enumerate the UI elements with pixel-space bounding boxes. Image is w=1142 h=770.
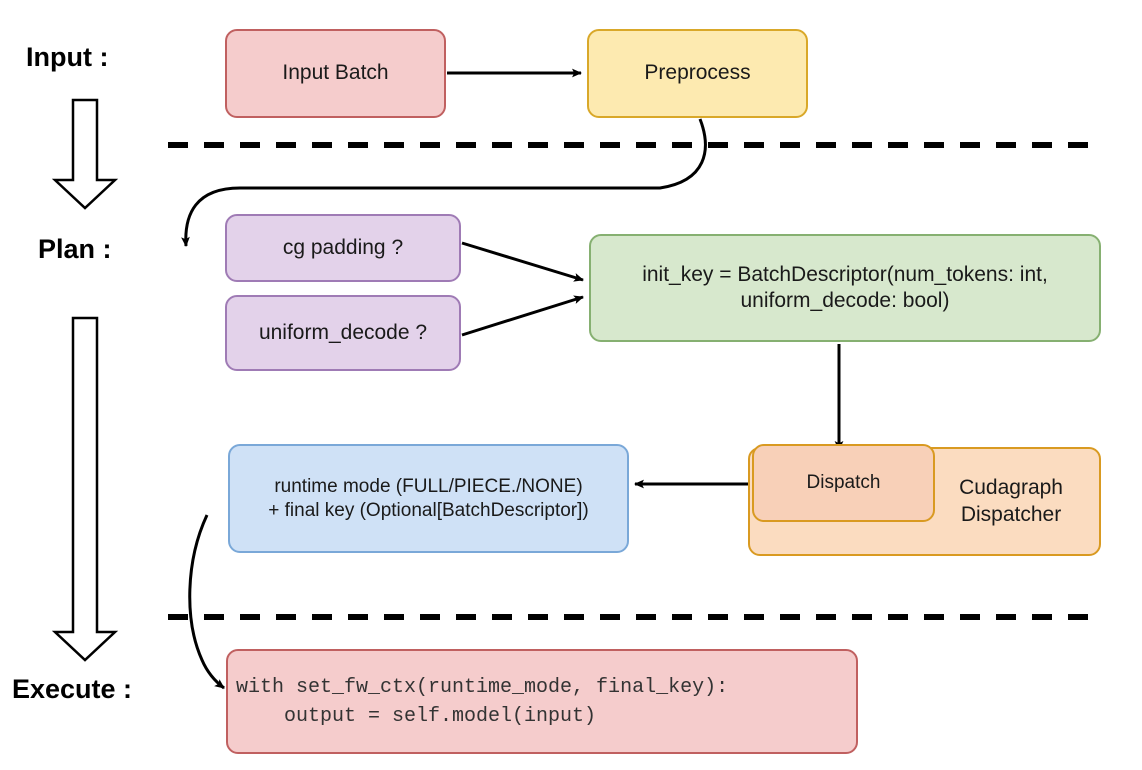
node-uniform-decode[interactable]: uniform_decode ? — [225, 295, 461, 371]
node-runtime-mode-label: runtime mode (FULL/PIECE./NONE) + final … — [268, 475, 589, 521]
node-init-key[interactable]: init_key = BatchDescriptor(num_tokens: i… — [589, 234, 1101, 342]
arrow-uniform-decode-to-init-key — [461, 295, 584, 337]
stage-label-execute: Execute : — [12, 674, 133, 704]
node-execute-code[interactable]: with set_fw_ctx(runtime_mode, final_key)… — [226, 649, 858, 754]
node-preprocess-label: Preprocess — [644, 61, 751, 85]
node-cudagraph-dispatcher-label: Cudagraph Dispatcher — [959, 476, 1063, 526]
node-uniform-decode-label: uniform_decode ? — [258, 320, 428, 344]
node-runtime-mode[interactable]: runtime mode (FULL/PIECE./NONE) + final … — [228, 444, 629, 553]
node-cg-padding[interactable]: cg padding ? — [225, 214, 461, 282]
node-dispatch[interactable]: Dispatch — [752, 444, 935, 522]
arrow-runtime-mode-to-execute-code — [188, 514, 225, 690]
block-arrow-input-to-plan — [51, 98, 119, 210]
stage-label-input: Input : — [26, 42, 109, 72]
node-init-key-label: init_key = BatchDescriptor(num_tokens: i… — [642, 262, 1048, 312]
node-input-batch[interactable]: Input Batch — [225, 29, 446, 118]
node-dispatch-label: Dispatch — [806, 472, 881, 494]
stage-label-plan: Plan : — [38, 234, 112, 264]
execute-code-line-1: with set_fw_ctx(runtime_mode, final_key)… — [236, 675, 729, 699]
node-input-batch-label: Input Batch — [282, 61, 389, 85]
arrow-cg-padding-to-init-key — [461, 241, 584, 282]
execute-code-line-2: output = self.model(input) — [236, 704, 597, 728]
node-preprocess[interactable]: Preprocess — [587, 29, 808, 118]
block-arrow-plan-to-execute — [51, 316, 119, 662]
node-cg-padding-label: cg padding ? — [282, 235, 404, 259]
